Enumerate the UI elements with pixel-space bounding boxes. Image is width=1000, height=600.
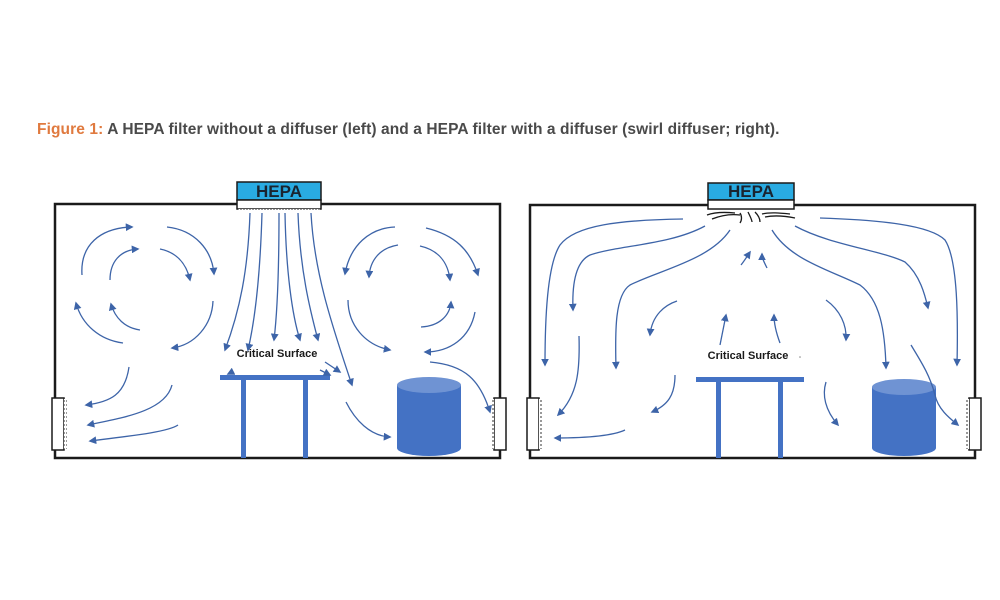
- right-table: [696, 377, 804, 458]
- left-table: [220, 375, 330, 458]
- left-critical-surface-label: Critical Surface: [237, 348, 318, 360]
- left-room-walls: [53, 202, 502, 460]
- left-return-vent-left: [51, 397, 67, 451]
- right-critical-surface-label: Critical Surface: [708, 350, 789, 362]
- figure-caption-text: A HEPA filter without a diffuser (left) …: [103, 121, 780, 138]
- figure-label: Figure 1:: [37, 121, 104, 138]
- right-room-walls: [528, 203, 977, 460]
- right-return-vent-right: [966, 397, 982, 451]
- right-airflow-arrows: [541, 217, 962, 442]
- right-panel: HEPA: [526, 182, 982, 460]
- left-hepa-label: HEPA: [256, 182, 302, 201]
- figure-caption: Figure 1: A HEPA filter without a diffus…: [37, 121, 780, 139]
- left-panel: HEPA Critical Surface: [51, 181, 507, 460]
- right-hepa-label: HEPA: [728, 182, 774, 201]
- right-cylinder: [872, 379, 936, 456]
- left-return-vent-right: [491, 397, 507, 451]
- right-return-vent-left: [526, 397, 542, 451]
- left-hepa-filter: HEPA: [236, 181, 322, 212]
- swirl-diffuser-icon: [706, 211, 796, 224]
- left-cylinder: [397, 377, 461, 456]
- left-airflow-arrows: [73, 212, 492, 445]
- right-hepa-filter: HEPA: [706, 182, 796, 224]
